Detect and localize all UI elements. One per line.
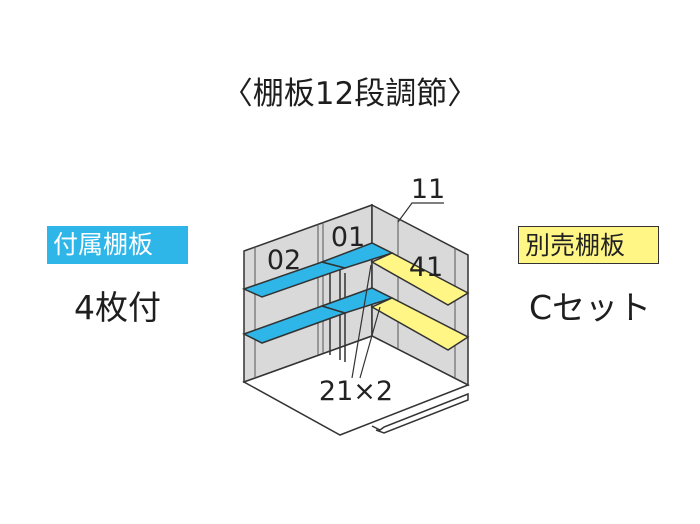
page-title: 〈棚板12段調節〉 [221,76,479,112]
separate-shelf-set: Cセット [528,288,652,327]
label-21x2: 21×2 [319,376,393,407]
label-02: 02 [267,245,301,276]
wall-panel-lines [254,218,456,378]
separate-shelf-upper [370,252,470,306]
separate-shelf-lower [370,297,470,351]
label-41: 41 [409,252,443,283]
label-01: 01 [331,222,365,253]
separate-shelves [370,252,470,351]
included-shelf-badge: 付属棚板 [47,226,188,264]
included-shelf-count: 4枚付 [74,288,161,327]
leader-lines [351,202,444,379]
label-11: 11 [411,174,445,205]
included-shelves [241,242,394,344]
separate-shelf-badge: 別売棚板 [518,226,659,264]
door-frame [371,392,469,434]
